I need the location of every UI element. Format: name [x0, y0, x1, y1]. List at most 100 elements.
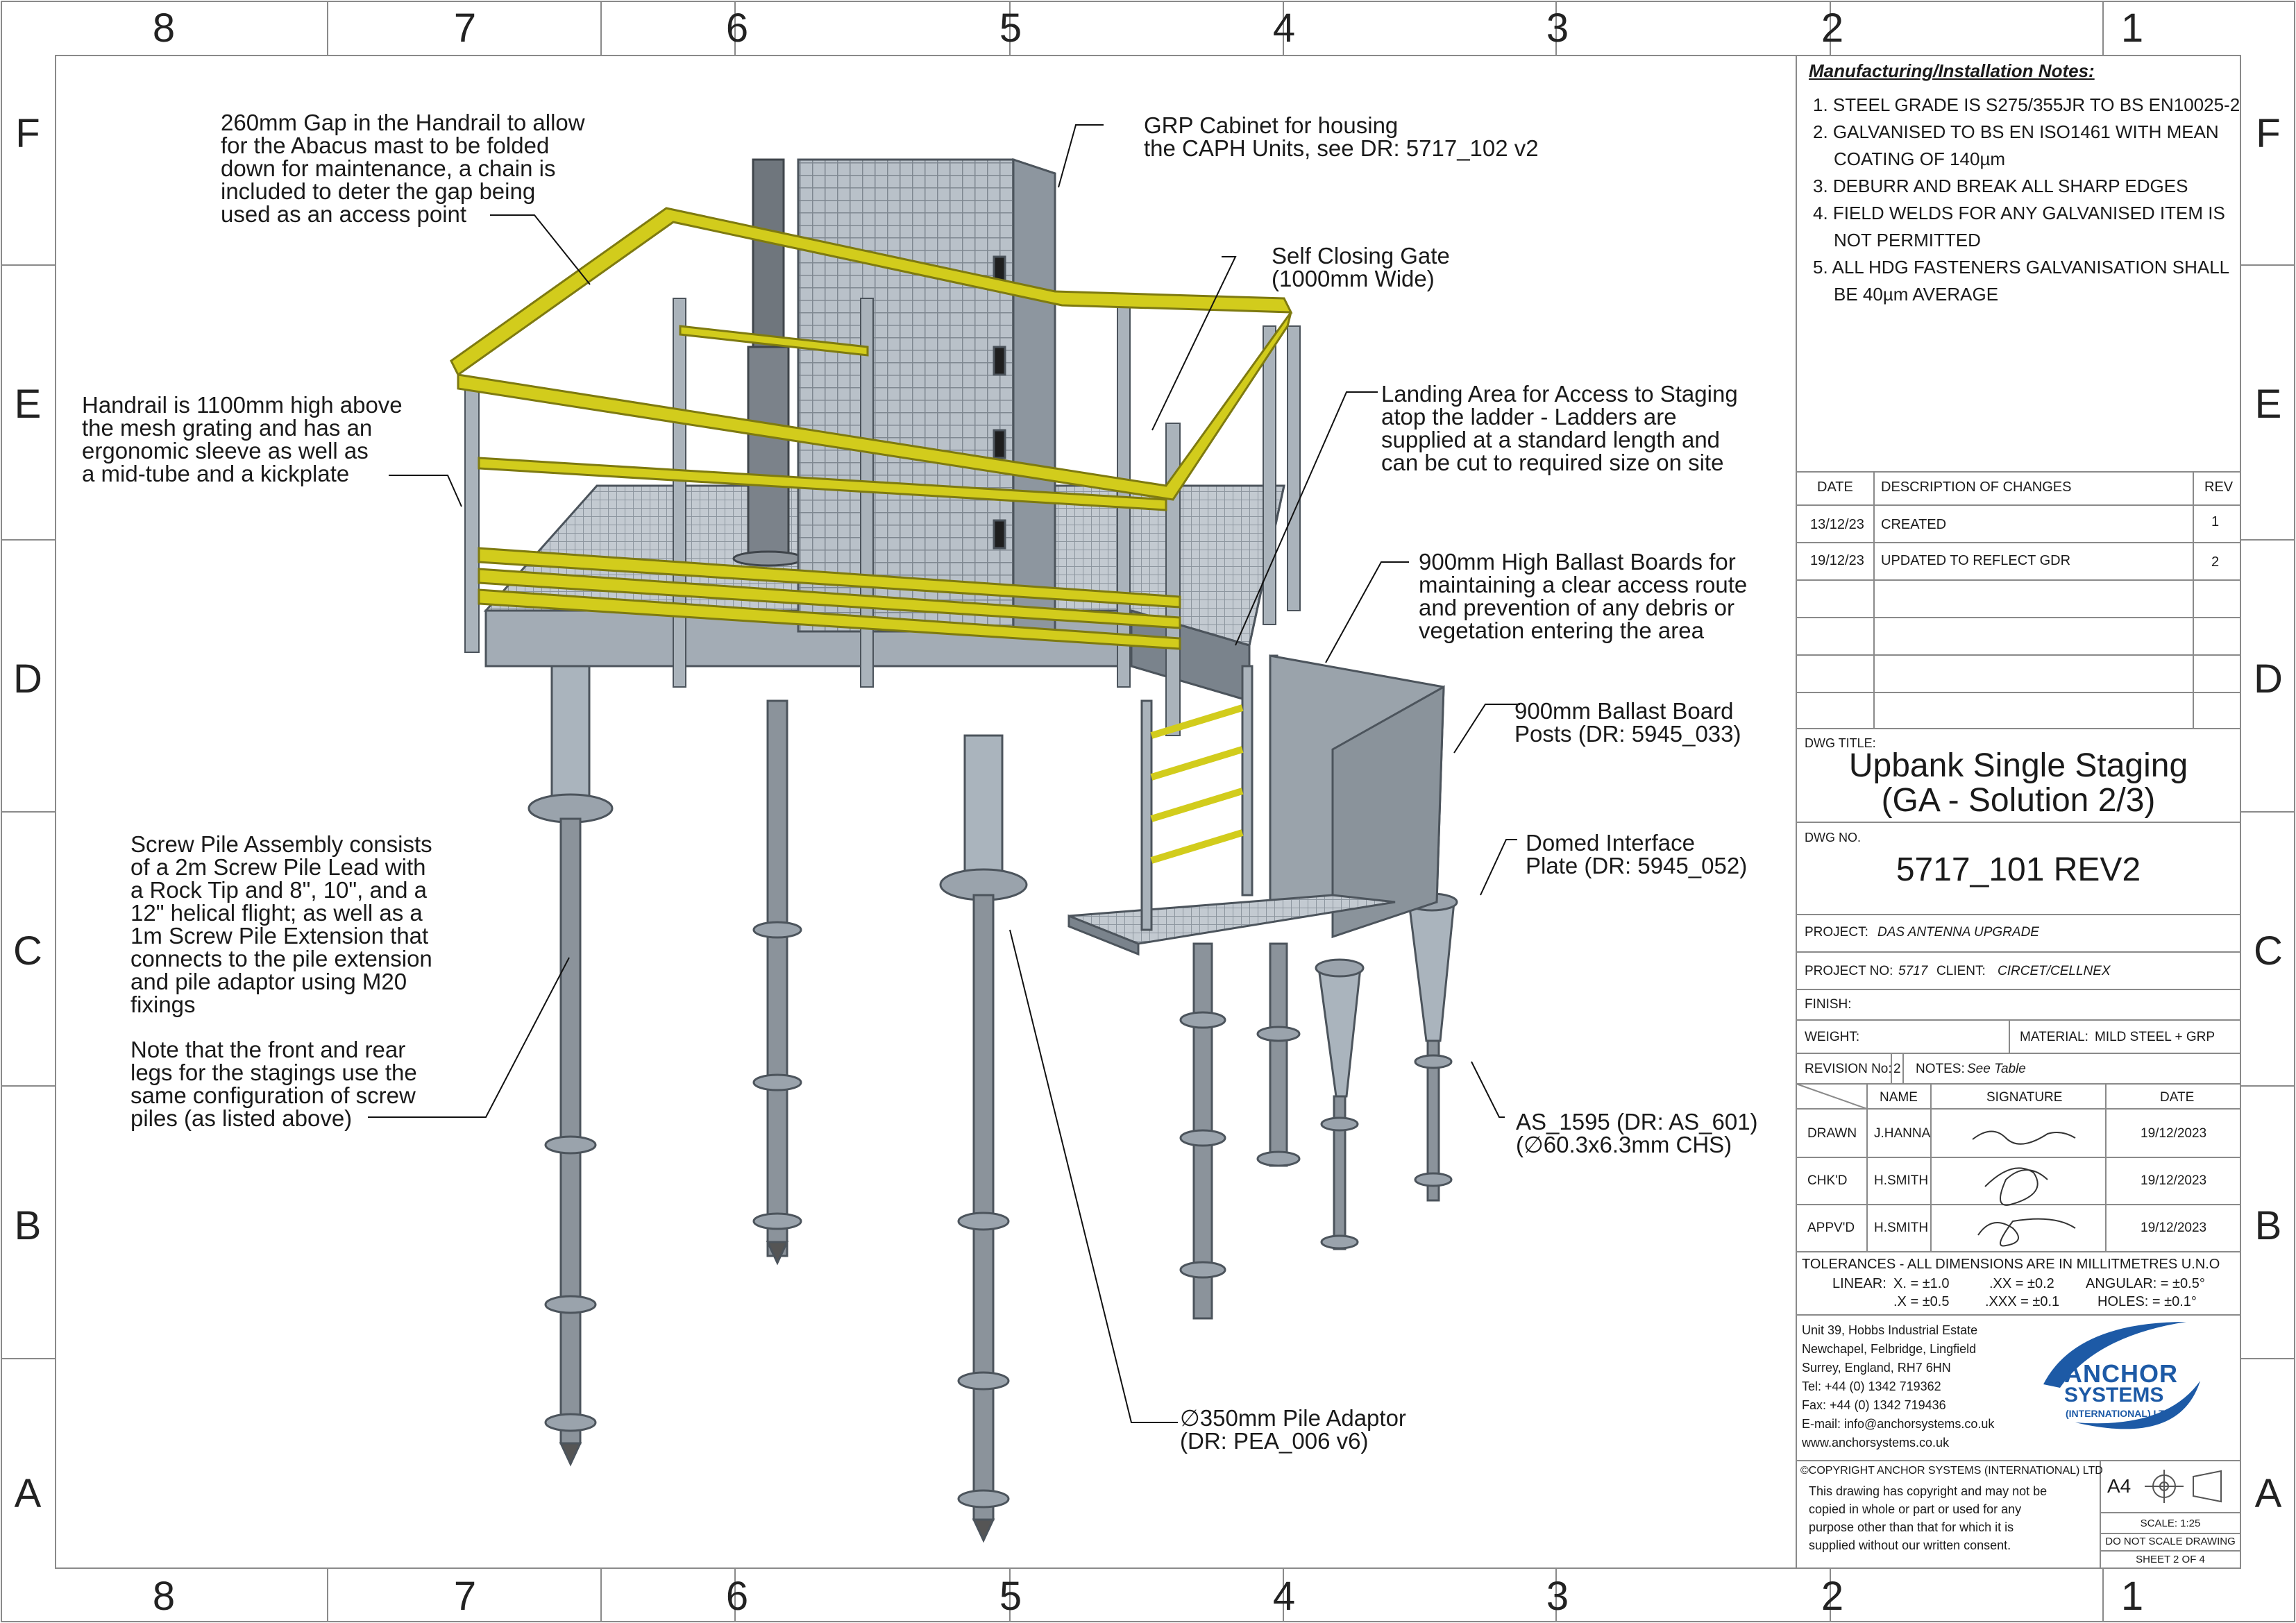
row-label: F	[2256, 111, 2280, 156]
sig-role: DRAWN	[1807, 1126, 1857, 1141]
address-line: E-mail: info@anchorsystems.co.uk	[1802, 1417, 1995, 1431]
row-label: B	[2255, 1203, 2282, 1248]
col-label: 8	[153, 1574, 175, 1619]
rev-header-rev: REV	[2204, 479, 2234, 495]
row-labels-left: F E D C B A	[13, 111, 42, 1516]
staging-structure	[450, 158, 1458, 1543]
finish-label: FINISH:	[1805, 997, 1852, 1012]
tol-holes: HOLES: = ±0.1°	[2097, 1294, 2197, 1309]
tol-dx: .X = ±0.5	[1893, 1294, 1950, 1309]
screw-piles	[527, 658, 1458, 1543]
note-item: 3. DEBURR AND BREAK ALL SHARP EDGES	[1813, 176, 2188, 196]
ballast-post-pegs	[1315, 892, 1458, 1250]
rev-row-date: 19/12/23	[1810, 553, 1864, 568]
address-line: Fax: +44 (0) 1342 719436	[1802, 1398, 1946, 1412]
col-label: 4	[1273, 1574, 1295, 1619]
callout-ballast-boards: 900mm High Ballast Boards for maintainin…	[1419, 549, 1748, 643]
tol-xx: .XX = ±0.2	[1989, 1276, 2054, 1291]
callout-screw-pile-assembly: Screw Pile Assembly consists of a 2m Scr…	[130, 831, 432, 1017]
copyright-text: This drawing has copyright and may not b…	[1809, 1482, 2047, 1554]
revision-no-value: 2	[1893, 1062, 1901, 1076]
note-item: NOT PERMITTED	[1834, 230, 1981, 250]
leader-lines	[368, 124, 1520, 1423]
callout-handrail-gap: 260mm Gap in the Handrail to allow for t…	[221, 110, 585, 227]
address-line: Unit 39, Hobbs Industrial Estate	[1802, 1323, 1978, 1337]
company-address: Unit 39, Hobbs Industrial Estate Newchap…	[1802, 1321, 1994, 1452]
col-label: 7	[454, 1574, 476, 1619]
note-item: BE 40µm AVERAGE	[1834, 284, 1999, 305]
callout-handrail-height: Handrail is 1100mm high above the mesh g…	[82, 392, 403, 486]
tolerances-heading: TOLERANCES - ALL DIMENSIONS ARE IN MILLI…	[1802, 1257, 2220, 1272]
rev-header-desc: DESCRIPTION OF CHANGES	[1881, 479, 2072, 495]
notes-list: 1. STEEL GRADE IS S275/355JR TO BS EN100…	[1813, 92, 2240, 308]
notes-field-label: NOTES:	[1916, 1062, 1965, 1076]
row-label: C	[13, 928, 42, 974]
tol-x: X. = ±1.0	[1893, 1276, 1950, 1291]
screw-pile-front-centre	[939, 734, 1028, 1543]
screw-pile-front-left	[527, 658, 614, 1467]
revision-no-label: REVISION No:	[1805, 1062, 1892, 1076]
dwg-no-label: DWG NO.	[1805, 831, 1861, 844]
col-label: 3	[1546, 1574, 1569, 1619]
callout-ballast-posts: 900mm Ballast Board Posts (DR: 5945_033)	[1514, 698, 1741, 747]
copyright-line: copied in whole or part or used for any	[1809, 1502, 2022, 1516]
screw-pile-rear-left	[752, 699, 802, 1266]
sig-name: H.SMITH	[1874, 1221, 1929, 1235]
material-value: MILD STEEL + GRP	[2095, 1030, 2215, 1044]
client-label: CLIENT:	[1936, 964, 1986, 978]
col-label: 1	[2121, 1574, 2143, 1619]
rev-row-desc: CREATED	[1881, 517, 1947, 532]
dwg-title: Upbank Single Staging	[1848, 747, 2188, 784]
row-label: E	[15, 382, 42, 427]
rev-header-date: DATE	[1817, 479, 1853, 495]
note-item: 2. GALVANISED TO BS EN ISO1461 WITH MEAN	[1813, 121, 2219, 142]
sig-name: H.SMITH	[1874, 1173, 1929, 1188]
project-label: PROJECT:	[1805, 925, 1868, 940]
note-item: 1. STEEL GRADE IS S275/355JR TO BS EN100…	[1813, 94, 2240, 115]
col-label: 6	[726, 6, 748, 51]
callout-legs-note: Note that the front and rear legs for th…	[130, 1037, 417, 1131]
sig-header-signature: SIGNATURE	[1986, 1090, 2063, 1105]
do-not-scale-text: DO NOT SCALE DRAWING	[2105, 1536, 2236, 1547]
scale-text: SCALE: 1:25	[2140, 1518, 2201, 1529]
row-label: B	[15, 1203, 42, 1248]
landing-platform	[1067, 654, 1445, 956]
handrails	[450, 207, 1293, 650]
dwg-subtitle: (GA - Solution 2/3)	[1881, 782, 2156, 819]
client-value: CIRCET/CELLNEX	[1998, 964, 2111, 978]
note-item: COATING OF 140µm	[1834, 148, 2006, 169]
logo-international: (INTERNATIONAL) LTD	[2066, 1408, 2172, 1419]
sig-date: 19/12/2023	[2141, 1173, 2207, 1188]
screw-pile-landing	[1179, 942, 1301, 1320]
col-label: 1	[2121, 6, 2143, 51]
callout-domed-plate: Domed Interface Plate (DR: 5945_052)	[1526, 830, 1748, 878]
row-labels-right: F E D C B A	[2254, 111, 2283, 1516]
row-label: D	[2254, 656, 2283, 702]
notes-title: Manufacturing/Installation Notes:	[1809, 60, 2095, 81]
row-label: F	[15, 111, 40, 156]
logo-systems: SYSTEMS	[2064, 1384, 2164, 1407]
row-label: A	[15, 1471, 42, 1516]
note-item: 5. ALL HDG FASTENERS GALVANISATION SHALL	[1813, 257, 2230, 278]
dwg-number: 5717_101 REV2	[1896, 851, 2141, 888]
column-labels-top: 8 7 6 5 4 3 2 1	[153, 6, 2143, 51]
sig-date: 19/12/2023	[2141, 1221, 2207, 1235]
project-no-value: 5717	[1898, 964, 1928, 978]
rev-row-rev: 1	[2211, 514, 2220, 529]
sig-role: CHK'D	[1807, 1173, 1848, 1188]
sig-date: 19/12/2023	[2141, 1126, 2207, 1141]
row-label: E	[2255, 382, 2282, 427]
callout-pile-adaptor: ∅350mm Pile Adaptor (DR: PEA_006 v6)	[1180, 1405, 1406, 1454]
rev-row-desc: UPDATED TO REFLECT GDR	[1881, 553, 2071, 568]
address-line: Tel: +44 (0) 1342 719362	[1802, 1379, 1941, 1393]
copyright-title: ©COPYRIGHT ANCHOR SYSTEMS (INTERNATIONAL…	[1800, 1465, 2103, 1477]
sig-role: APPV'D	[1807, 1221, 1855, 1235]
copyright-line: This drawing has copyright and may not b…	[1809, 1484, 2048, 1498]
grp-cabinet	[797, 158, 1056, 640]
project-value: DAS ANTENNA UPGRADE	[1877, 925, 2039, 940]
paper-size: A4	[2107, 1475, 2132, 1497]
tol-xxx: .XXX = ±0.1	[1985, 1294, 2060, 1309]
row-label: A	[2255, 1471, 2282, 1516]
address-line: Newchapel, Felbridge, Lingfield	[1802, 1342, 1977, 1356]
